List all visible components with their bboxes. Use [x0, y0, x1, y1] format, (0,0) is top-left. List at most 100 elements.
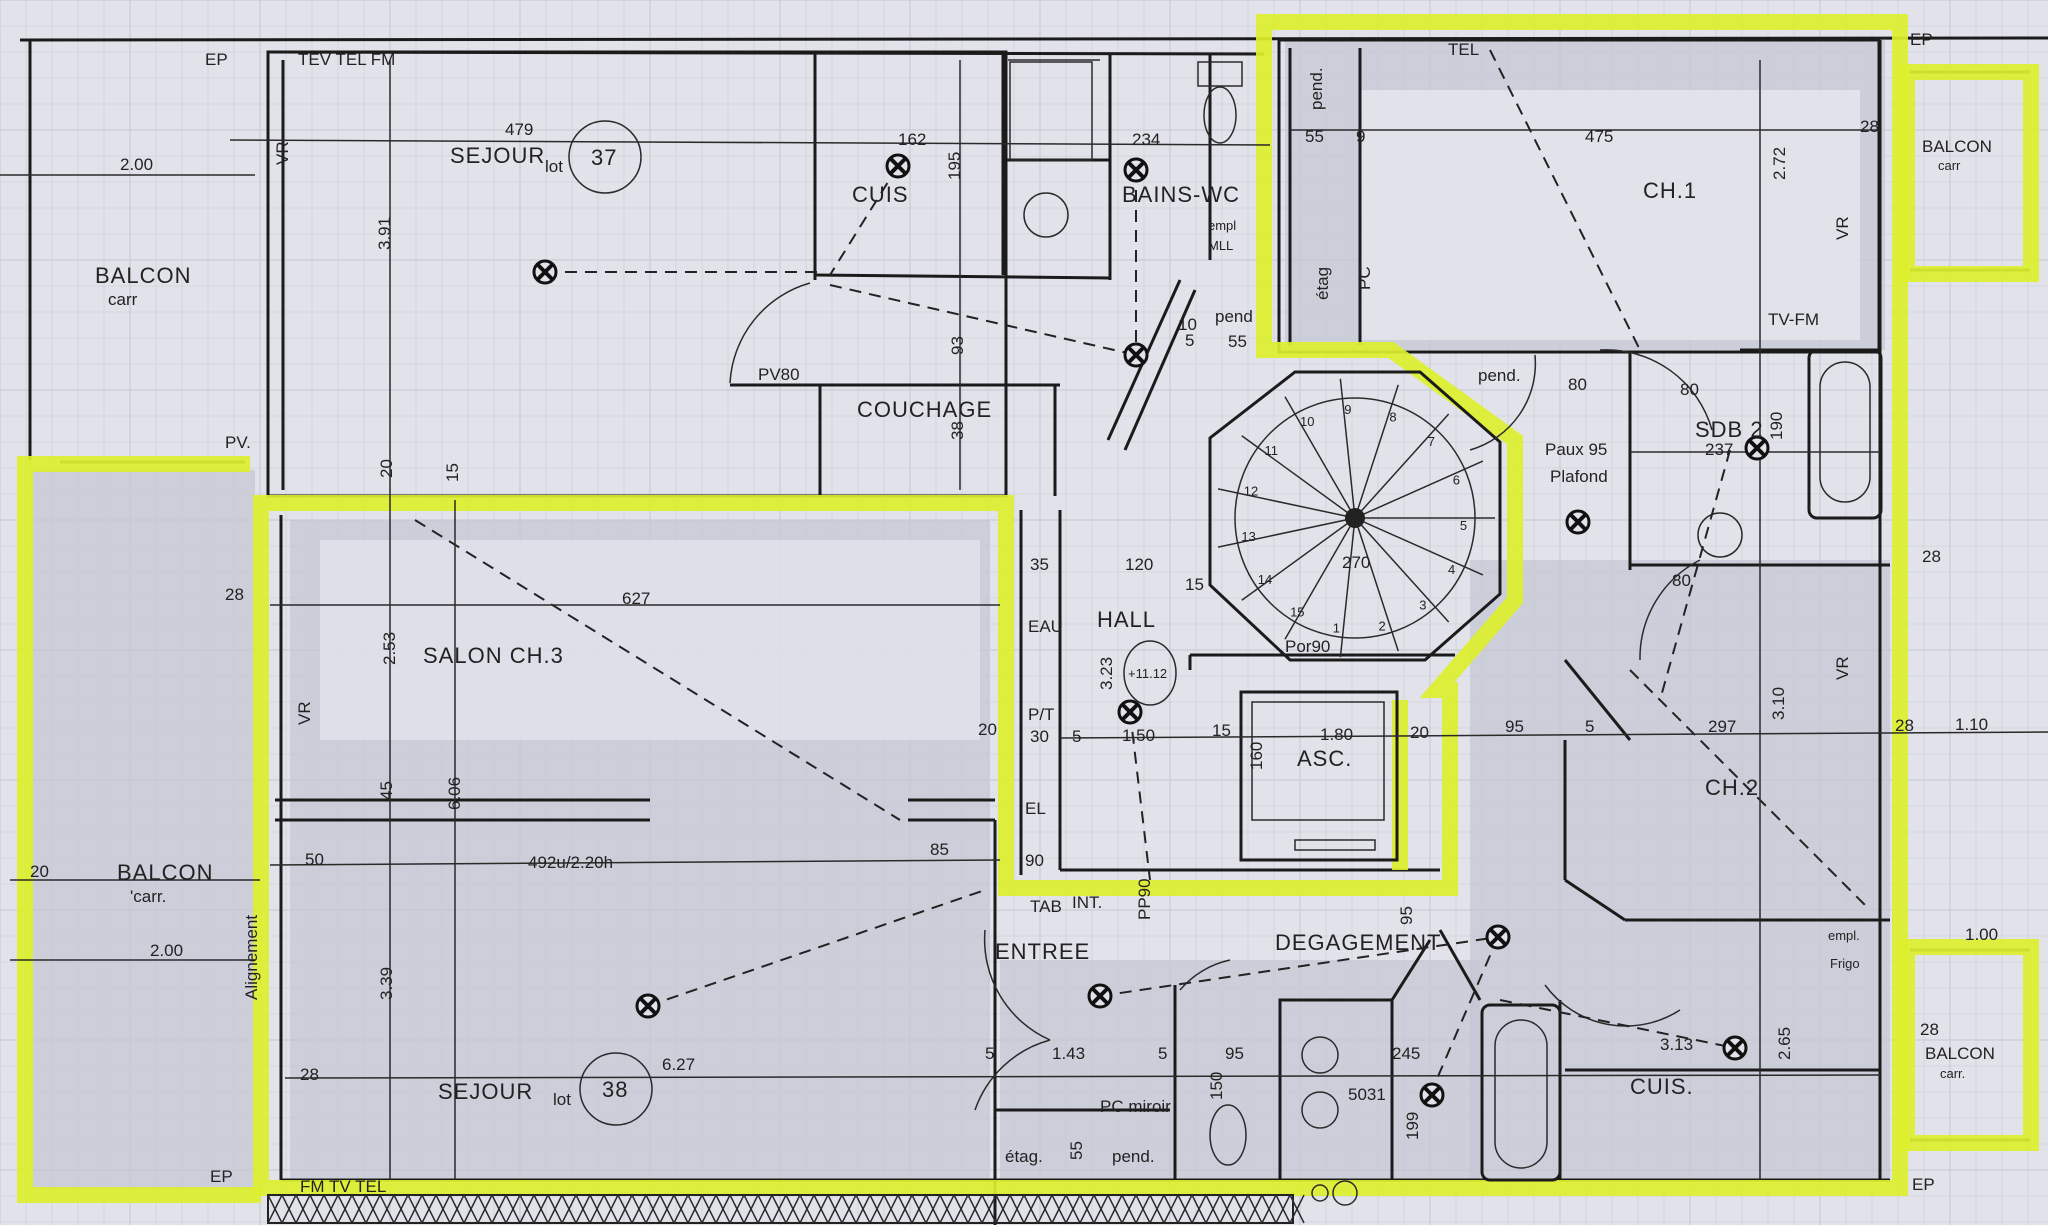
- hatch-line: [309, 1194, 325, 1224]
- label-ch2: CH.2: [1705, 775, 1759, 800]
- stair-step-number: 11: [1265, 443, 1279, 458]
- dimension-label: 234: [1132, 130, 1160, 149]
- label-sdb2: SDB 2: [1695, 417, 1764, 442]
- hatch-line: [1093, 1194, 1109, 1224]
- hatch-line: [575, 1194, 591, 1224]
- stair-step-line: [1354, 517, 1484, 576]
- hatch-line: [981, 1194, 997, 1224]
- hatch-line: [1177, 1194, 1193, 1224]
- dimension-label: 20: [30, 862, 49, 881]
- dimension-label: 90: [1025, 851, 1044, 870]
- dimension-label: 479: [505, 120, 533, 139]
- hatch-line: [1107, 1194, 1123, 1224]
- dimension-label: 150: [1207, 1072, 1226, 1100]
- label-cuis-38: CUIS.: [1630, 1074, 1694, 1099]
- dimension-label: 80: [1680, 380, 1699, 399]
- dimension-label: 237: [1705, 440, 1733, 459]
- hatch-line: [911, 1194, 927, 1224]
- hatch-line: [1121, 1194, 1137, 1224]
- washbasins: [1023, 192, 1743, 1206]
- hatch-line: [617, 1194, 633, 1224]
- hatch-line: [1205, 1194, 1221, 1224]
- stair-step-number: 7: [1428, 434, 1435, 449]
- dimension-label: 28: [300, 1065, 319, 1084]
- dimension-label: EP: [1912, 1175, 1935, 1194]
- dimension-label: EP: [1910, 30, 1933, 49]
- hatch-line: [267, 1194, 283, 1224]
- dimension-label: 245: [1392, 1044, 1420, 1063]
- dimension-label: 15: [1185, 575, 1204, 594]
- hatch-line: [421, 1194, 437, 1224]
- dimension-label: Plafond: [1550, 467, 1608, 486]
- dimension-label: PC miroir: [1100, 1097, 1171, 1116]
- dimension-label: 50: [305, 850, 324, 869]
- hatch-line: [561, 1194, 577, 1224]
- dimension-label: 120: [1125, 555, 1153, 574]
- dimension-label: 162: [898, 130, 926, 149]
- label-cuis-37: CUIS: [852, 182, 909, 207]
- hatch-line: [785, 1194, 801, 1224]
- dimension-label: Paux 95: [1545, 440, 1607, 459]
- stair-step-line: [1354, 517, 1450, 623]
- hatch-line: [1079, 1194, 1095, 1224]
- hatch-line: [813, 1194, 829, 1224]
- stair-step-line: [1241, 517, 1356, 601]
- stair-step-number: 12: [1244, 484, 1258, 499]
- dimension-label: 1.80: [1320, 725, 1353, 744]
- dimension-label: PC: [1355, 266, 1374, 290]
- hatch-line: [1023, 1194, 1039, 1224]
- hatch-line: [281, 1194, 297, 1224]
- dimension-label: P/T: [1028, 705, 1054, 724]
- hatch-line: [869, 1194, 885, 1224]
- hatch-line: [337, 1194, 353, 1224]
- dimension-label: 15: [443, 463, 462, 482]
- hatch-line: [379, 1194, 395, 1224]
- ceiling-light-icon: [1744, 435, 1770, 461]
- dimension-label: EL: [1025, 799, 1046, 818]
- hatch-line: [799, 1194, 815, 1224]
- elevator-shaft: [1239, 690, 1399, 862]
- ceiling-light-icon: [1117, 699, 1143, 725]
- stair-step-number: 13: [1241, 529, 1255, 544]
- label-empl-frigo-1: empl.: [1828, 928, 1860, 943]
- lot-38-circle: [579, 1052, 653, 1126]
- dimension-label: 28: [225, 585, 244, 604]
- stair-step-line: [1354, 517, 1399, 652]
- hatch-line: [1135, 1194, 1151, 1224]
- dimension-label: 28: [1920, 1020, 1939, 1039]
- hatch-line: [1051, 1194, 1067, 1224]
- dimension-label: VR: [1833, 216, 1852, 240]
- stair-step-number: 14: [1258, 572, 1272, 587]
- hatch-line: [883, 1194, 899, 1224]
- dimension-label: 3.39: [377, 967, 396, 1000]
- label-hall: HALL: [1097, 607, 1156, 632]
- dimension-label: pend.: [1112, 1147, 1155, 1166]
- dimension-label: 55: [1228, 332, 1247, 351]
- hatch-line: [897, 1194, 913, 1224]
- label-carr-ne: carr: [1938, 158, 1961, 173]
- dimension-label: 1.43: [1052, 1044, 1085, 1063]
- dimension-label: EAU: [1028, 617, 1063, 636]
- hatch-line: [1261, 1194, 1277, 1224]
- stair-step-number: 9: [1344, 402, 1351, 417]
- hatch-line: [1289, 1194, 1305, 1224]
- dimension-label: étag.: [1005, 1147, 1043, 1166]
- hatch-line: [953, 1194, 969, 1224]
- label-couchage: COUCHAGE: [857, 397, 992, 422]
- hatch-line: [631, 1194, 647, 1224]
- dimension-label: 20: [377, 459, 396, 478]
- lot-38-highlight-outline: [17, 14, 2039, 1203]
- label-lot-38-prefix: lot: [553, 1090, 571, 1109]
- stair-step-line: [1354, 460, 1484, 519]
- label-carr-w: 'carr.: [130, 887, 166, 906]
- dimension-label: 195: [945, 152, 964, 180]
- ceiling-light-icon: [885, 153, 911, 179]
- hatch-line: [855, 1194, 871, 1224]
- dimension-label: 93: [948, 336, 967, 355]
- dimension-label: 35: [1030, 555, 1049, 574]
- dimension-label: TV-FM: [1768, 310, 1819, 329]
- ceiling-light-icon: [635, 993, 661, 1019]
- dimension-label: 160: [1247, 742, 1266, 770]
